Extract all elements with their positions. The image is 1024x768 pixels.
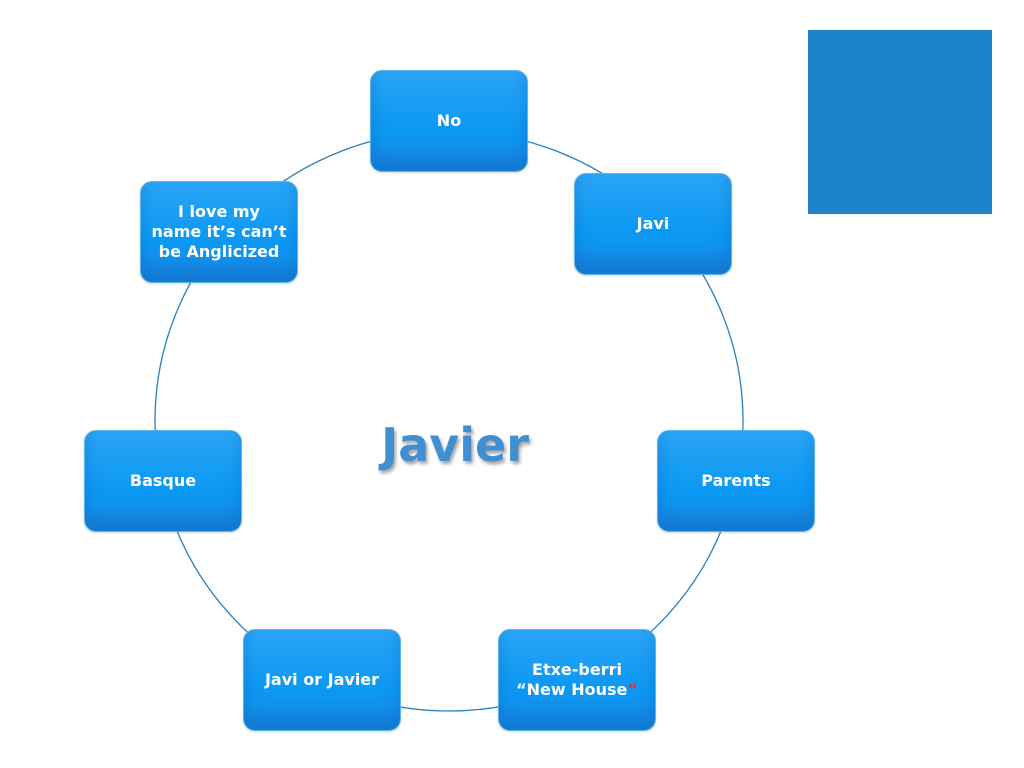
node-parents-text: Parents [701, 471, 770, 491]
node-no[interactable]: No [370, 70, 528, 172]
corner-decoration-square [808, 30, 992, 214]
node-javi-line: Javi [636, 214, 670, 233]
new-house-text: “New House [516, 680, 628, 699]
node-basque[interactable]: Basque [84, 430, 242, 532]
node-etxe-berri-line-1: Etxe-berri [532, 660, 622, 679]
closing-quote-mark: ” [627, 680, 638, 699]
node-i-love-my-name-line-1: I love my [178, 202, 260, 221]
node-parents-line: Parents [701, 471, 771, 490]
node-no-text: No [437, 111, 461, 131]
node-javi-text: Javi [637, 214, 670, 234]
node-etxe-berri-line-2: “New House” [516, 680, 638, 700]
node-basque-text: Basque [130, 471, 196, 491]
node-i-love-my-name-line-2: name it’s can’t [151, 222, 287, 241]
node-javi-or-javier-line: Javi or Javier [264, 670, 380, 689]
node-basque-line: Basque [129, 471, 197, 490]
node-no-line: No [436, 111, 462, 130]
node-i-love-my-name[interactable]: I love my name it’s can’t be Anglicized [140, 181, 298, 283]
node-etxe-berri[interactable]: Etxe-berri “New House” [498, 629, 656, 731]
node-parents[interactable]: Parents [657, 430, 815, 532]
node-i-love-my-name-line-3: be Anglicized [158, 242, 280, 261]
node-javi-or-javier[interactable]: Javi or Javier [243, 629, 401, 731]
node-javi[interactable]: Javi [574, 173, 732, 275]
diagram-center-title: Javier [381, 418, 529, 472]
node-i-love-my-name-text: I love my name it’s can’t be Anglicized [152, 202, 287, 262]
node-etxe-berri-text: Etxe-berri “New House” [516, 660, 638, 700]
node-javi-or-javier-text: Javi or Javier [265, 670, 379, 690]
